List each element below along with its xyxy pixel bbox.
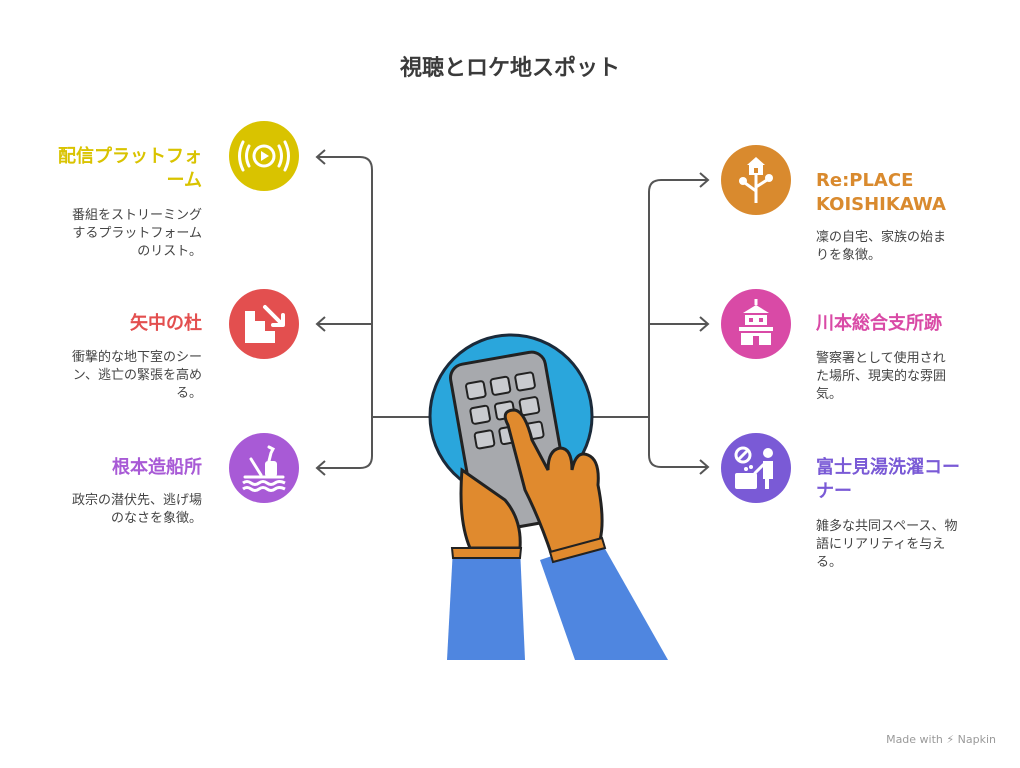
item-3-label-line-1: 根本造船所 — [112, 457, 202, 478]
item-1-desc-line-3: のリスト。 — [137, 244, 202, 259]
shipyard-icon — [229, 433, 299, 503]
item-6-label-line-1: 富士見湯洗濯コー — [816, 457, 960, 478]
item-1-desc-line-2: するプラットフォーム — [72, 226, 202, 241]
item-4-label: Re:PLACE KOISHIKAWA — [816, 169, 1006, 217]
building-icon — [721, 289, 791, 359]
item-2-desc-line-2: ン、逃亡の緊張を高め — [72, 368, 202, 383]
item-2-label-line-1: 矢中の杜 — [130, 313, 202, 334]
item-5-icon-circle — [721, 289, 791, 359]
house-tree-icon — [721, 145, 791, 215]
connector-left-1 — [318, 156, 430, 418]
item-5-desc-line-2: た場所、現実的な雰囲 — [816, 369, 947, 384]
item-1-desc: 番組をストリーミング するプラットフォーム のリスト。 — [20, 207, 202, 261]
item-3-label: 根本造船所 — [20, 456, 202, 480]
item-6-label-line-2: ナー — [816, 481, 852, 502]
remote-hand-illustration — [428, 333, 668, 660]
item-1-label-line-2: ーム — [166, 170, 202, 191]
item-3-desc-line-2: のなさを象徴。 — [110, 511, 202, 526]
item-6-icon-circle — [721, 433, 791, 503]
left-sleeve — [447, 548, 525, 660]
made-with-text: Made with — [886, 733, 943, 746]
item-6-desc-line-3: る。 — [816, 555, 843, 570]
stairs-down-icon — [229, 289, 299, 359]
napkin-brand-text: Napkin — [957, 733, 996, 746]
item-5-label: 川本総合支所跡 — [816, 312, 1006, 336]
item-5-desc-line-1: 警察署として使用され — [816, 351, 946, 366]
item-3-icon-circle — [229, 433, 299, 503]
item-4-label-line-2: KOISHIKAWA — [816, 194, 946, 215]
connector-right-1 — [592, 179, 707, 418]
item-1-desc-line-1: 番組をストリーミング — [71, 208, 202, 223]
item-2-label: 矢中の杜 — [20, 312, 202, 336]
item-1-label: 配信プラットフォ ーム — [20, 145, 202, 193]
item-2-icon-circle — [229, 289, 299, 359]
item-5-desc: 警察署として使用され た場所、現実的な雰囲 気。 — [816, 350, 1006, 404]
arrow-heads — [315, 149, 710, 476]
item-4-desc-line-1: 凜の自宅、家族の始ま — [816, 230, 947, 245]
item-4-desc-line-2: りを象徴。 — [816, 248, 882, 263]
page-title: 視聴とロケ地スポット — [399, 56, 620, 81]
play-broadcast-icon — [229, 121, 299, 191]
connector-lines — [318, 156, 707, 469]
item-6-label: 富士見湯洗濯コー ナー — [816, 456, 1006, 504]
item-6-desc: 雑多な共同スペース、物 語にリアリティを与え る。 — [816, 518, 1006, 572]
item-3-desc-line-1: 政宗の潜伏先、逃げ場 — [71, 493, 202, 508]
item-1-icon-circle — [229, 121, 299, 191]
item-5-desc-line-3: 気。 — [816, 387, 843, 402]
item-4-label-line-1: Re:PLACE — [816, 170, 914, 191]
item-5-label-line-1: 川本総合支所跡 — [816, 313, 942, 334]
item-4-icon-circle — [721, 145, 791, 215]
item-1-label-line-1: 配信プラットフォ — [58, 146, 202, 167]
connector-left-3 — [318, 417, 373, 469]
item-2-desc-line-3: る。 — [175, 386, 202, 401]
item-4-desc: 凜の自宅、家族の始ま りを象徴。 — [816, 229, 1006, 265]
item-2-desc-line-1: 衝撃的な地下室のシー — [71, 350, 202, 365]
item-6-desc-line-1: 雑多な共同スペース、物 — [816, 519, 958, 534]
connector-right-3 — [648, 417, 707, 468]
item-2-desc: 衝撃的な地下室のシー ン、逃亡の緊張を高め る。 — [20, 349, 202, 403]
item-6-desc-line-2: 語にリアリティを与え — [816, 537, 946, 552]
napkin-watermark[interactable]: Made with ⚡ Napkin — [886, 733, 996, 746]
item-3-desc: 政宗の潜伏先、逃げ場 のなさを象徴。 — [20, 492, 202, 528]
napkin-logo-icon: ⚡ — [946, 733, 955, 746]
laundry-icon — [721, 433, 791, 503]
right-sleeve — [540, 540, 668, 660]
